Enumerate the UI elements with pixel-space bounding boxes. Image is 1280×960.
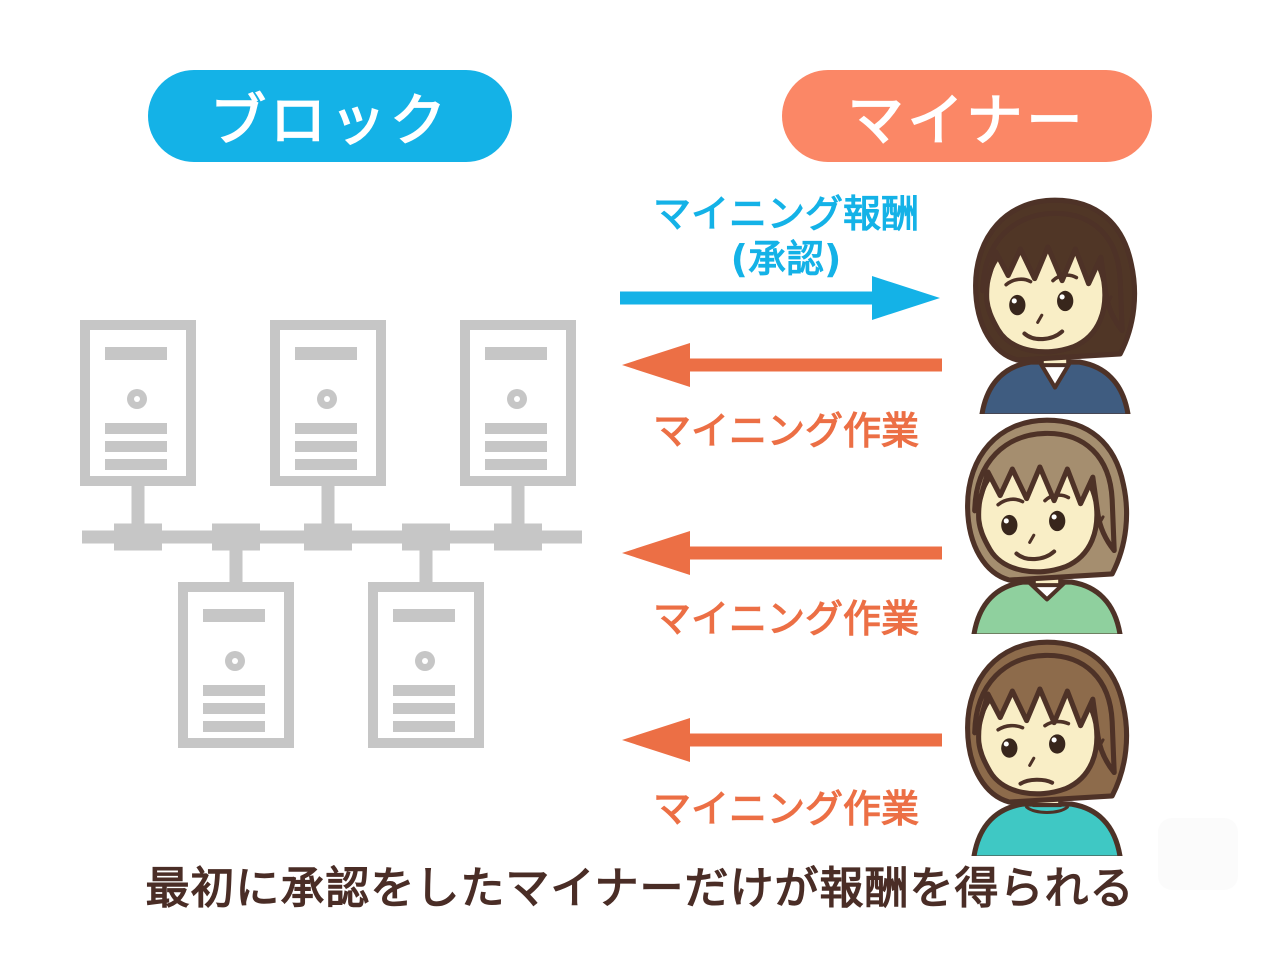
mining-reward-label-line2: (承認) <box>730 236 842 281</box>
server-icon <box>85 325 191 481</box>
eye-highlight <box>1059 294 1065 300</box>
block-pill-label: ブロック <box>210 88 450 154</box>
eye-highlight <box>1003 518 1009 524</box>
miner-2-nose <box>1028 533 1036 544</box>
miner-1-eye-right <box>1057 290 1074 312</box>
left-arrow-shape <box>622 718 942 762</box>
server-icon <box>373 587 479 743</box>
miner-avatar-2 <box>965 417 1130 634</box>
eye-highlight <box>1051 514 1057 520</box>
miner-pill: マイナー <box>782 70 1152 162</box>
mining-work-arrow-icon-1 <box>622 343 942 387</box>
miner-1-brow-left <box>1004 277 1033 287</box>
eye-highlight <box>1003 741 1009 747</box>
miner-1-cheek-line <box>1101 295 1113 310</box>
server-icon <box>465 325 571 481</box>
miner-3-brow-right <box>1043 719 1071 728</box>
network-stem <box>419 543 433 587</box>
mining-work-label-2: マイニング作業 <box>652 597 919 641</box>
block-network-diagram <box>70 310 582 760</box>
miner-pill-label: マイナー <box>847 88 1087 154</box>
miner-2-sweater <box>971 579 1123 634</box>
miner-3-bangs <box>972 652 1117 776</box>
left-arrow-shape <box>622 343 942 387</box>
mining-reward-label: マイニング報酬 (承認) <box>608 192 964 282</box>
mining-reward-label-line1: マイニング報酬 <box>652 192 919 236</box>
miner-avatar-3 <box>965 639 1130 856</box>
miner-3-eye-left <box>1001 738 1018 758</box>
mining-work-arrow-icon-3 <box>622 718 942 762</box>
miner-avatar-1 <box>973 197 1138 414</box>
miner-1-brow-right <box>1051 273 1079 283</box>
server-icon <box>275 325 381 481</box>
network-node <box>494 523 542 551</box>
eye-highlight <box>1051 737 1057 743</box>
miner-1-bangs <box>980 210 1125 334</box>
miner-2-mouth <box>1014 549 1057 562</box>
miner-2-eye-right <box>1049 510 1066 532</box>
miner-3-brow-left <box>996 723 1025 732</box>
block-pill: ブロック <box>148 70 512 162</box>
miner-3-cheek-line <box>1093 738 1105 753</box>
miner-3-mouth <box>1018 777 1055 786</box>
miner-2-bangs <box>972 430 1117 554</box>
miner-2-eye-left <box>1001 514 1018 536</box>
network-stem <box>321 476 335 532</box>
network-node <box>114 523 162 551</box>
network-stem <box>511 476 525 532</box>
miner-1-nose <box>1036 313 1044 324</box>
miner-3-eye-right <box>1049 734 1066 754</box>
right-arrow-shape <box>620 276 940 320</box>
watermark-square <box>1158 818 1238 890</box>
network-stem <box>229 543 243 587</box>
miner-2-cheek-line <box>1093 515 1105 530</box>
miner-3-collar-line <box>1025 805 1069 814</box>
mining-reward-arrow-icon <box>620 276 940 320</box>
mining-work-label-3: マイニング作業 <box>652 787 919 831</box>
left-arrow-shape <box>622 531 942 575</box>
caption-text: 最初に承認をしたマイナーだけが報酬を得られる <box>145 863 1135 914</box>
mining-work-arrow-icon-2 <box>622 531 942 575</box>
miner-3-nose <box>1028 756 1036 767</box>
miner-1-eye-left <box>1009 294 1026 316</box>
miner-2-brow-right <box>1043 493 1071 503</box>
miner-3-shirt <box>971 801 1123 856</box>
network-node <box>304 523 352 551</box>
miner-1-mouth <box>1022 329 1065 342</box>
eye-highlight <box>1011 298 1017 304</box>
server-icon <box>183 587 289 743</box>
miner-2-brow-left <box>996 497 1025 507</box>
mining-work-label-1: マイニング作業 <box>652 409 919 453</box>
network-stem <box>131 476 145 532</box>
